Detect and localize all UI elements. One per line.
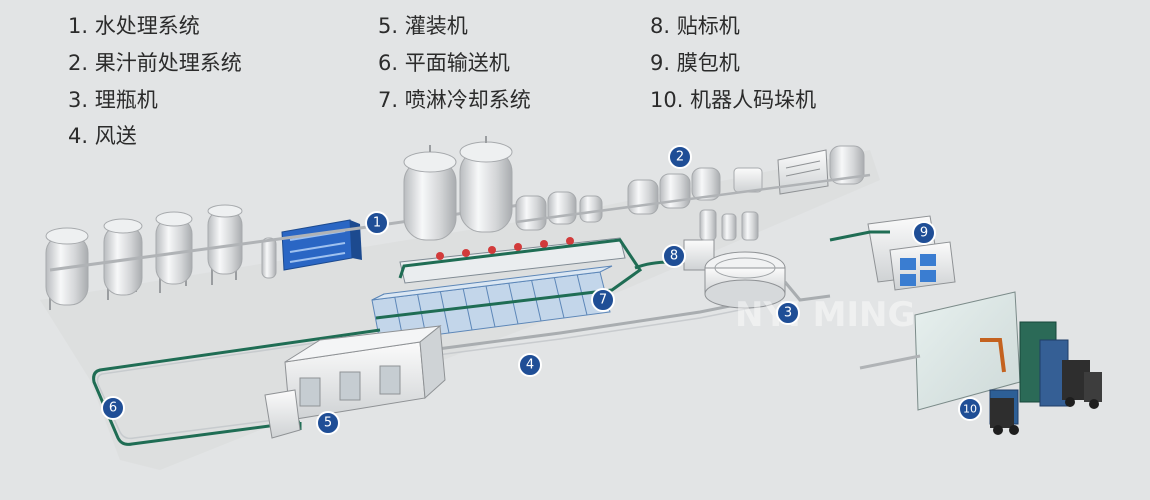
- spray-nozzle: [436, 252, 444, 260]
- marker-9-label: 9: [920, 226, 928, 241]
- legend-item-filling-machine: 5. 灌装机: [378, 14, 468, 38]
- tunnel-partition: [531, 280, 542, 322]
- spray-nozzle: [566, 237, 574, 245]
- marker-3-label: 3: [784, 306, 792, 321]
- unscrambler-chute: [783, 281, 831, 302]
- marker-8-label: 8: [670, 249, 678, 264]
- marker-9: 9: [912, 221, 936, 245]
- labeling-machine: [683, 209, 759, 271]
- legend-item-air-conveyor: 4. 风送: [68, 124, 137, 148]
- storage-tank: [207, 204, 243, 285]
- spray-tunnel-partitions: [394, 274, 588, 340]
- marker-6-label: 6: [109, 401, 117, 416]
- marker-1: 1: [365, 211, 389, 235]
- marker-4: 4: [518, 353, 542, 377]
- spray-nozzles: [436, 237, 574, 260]
- storage-tank: [45, 227, 89, 310]
- marker-5-label: 5: [324, 416, 332, 431]
- spray-nozzle: [514, 243, 522, 251]
- legend-item-labeling-machine: 8. 贴标机: [650, 14, 740, 38]
- marker-6: 6: [101, 396, 125, 420]
- spray-nozzle: [540, 240, 548, 248]
- filter-column: [261, 237, 277, 279]
- tunnel-partition: [485, 285, 496, 328]
- marker-5: 5: [316, 411, 340, 435]
- marker-10-label: 10: [963, 403, 977, 416]
- legend-item-robot-palletizer: 10. 机器人码垛机: [650, 88, 817, 112]
- marker-10: 10: [958, 397, 982, 421]
- legend-item-spray-cooling: 7. 喷淋冷却系统: [378, 88, 531, 112]
- robot-palletizer: [859, 291, 1102, 435]
- legend-item-flat-conveyor: 6. 平面输送机: [378, 51, 510, 75]
- shrink-wrapper: [829, 215, 956, 291]
- palletizer-infeed-conveyor: [859, 354, 921, 370]
- tunnel-partition: [439, 291, 450, 334]
- process-legend: 1. 水处理系统 2. 果汁前处理系统 3. 理瓶机 4. 风送 5. 灌装机 …: [0, 0, 1150, 160]
- marker-7: 7: [591, 288, 615, 312]
- marker-7-label: 7: [599, 293, 607, 308]
- spray-nozzle: [488, 246, 496, 254]
- forklift: [1062, 360, 1102, 409]
- marker-1-label: 1: [373, 216, 381, 231]
- water-treatment-tanks: [45, 203, 521, 310]
- legend-item-water-treatment: 1. 水处理系统: [68, 14, 200, 38]
- legend-item-bottle-unscrambler: 3. 理瓶机: [68, 88, 158, 112]
- bottle-unscrambler: [704, 251, 786, 309]
- marker-3: 3: [776, 301, 800, 325]
- brand-watermark: NYI MING: [735, 295, 915, 335]
- tunnel-partition: [553, 277, 565, 319]
- tunnel-partition: [462, 288, 473, 331]
- marker-2: 2: [668, 145, 692, 169]
- legend-item-juice-pretreatment: 2. 果汁前处理系统: [68, 51, 242, 75]
- large-silo-left: [403, 145, 457, 241]
- large-silo-right: [459, 136, 513, 233]
- tunnel-green-conveyor: [375, 238, 643, 320]
- forklift: [990, 398, 1019, 435]
- air-conveyor-rail: [429, 303, 771, 357]
- storage-tank: [155, 211, 193, 293]
- tunnel-partition: [508, 283, 519, 325]
- juice-pretreatment-system: [515, 145, 871, 231]
- legend-item-shrink-wrapper: 9. 膜包机: [650, 51, 740, 75]
- filling-machine: [264, 325, 446, 439]
- spray-nozzle: [462, 249, 470, 257]
- marker-4-label: 4: [526, 358, 534, 373]
- marker-2-label: 2: [676, 150, 684, 165]
- marker-8: 8: [662, 244, 686, 268]
